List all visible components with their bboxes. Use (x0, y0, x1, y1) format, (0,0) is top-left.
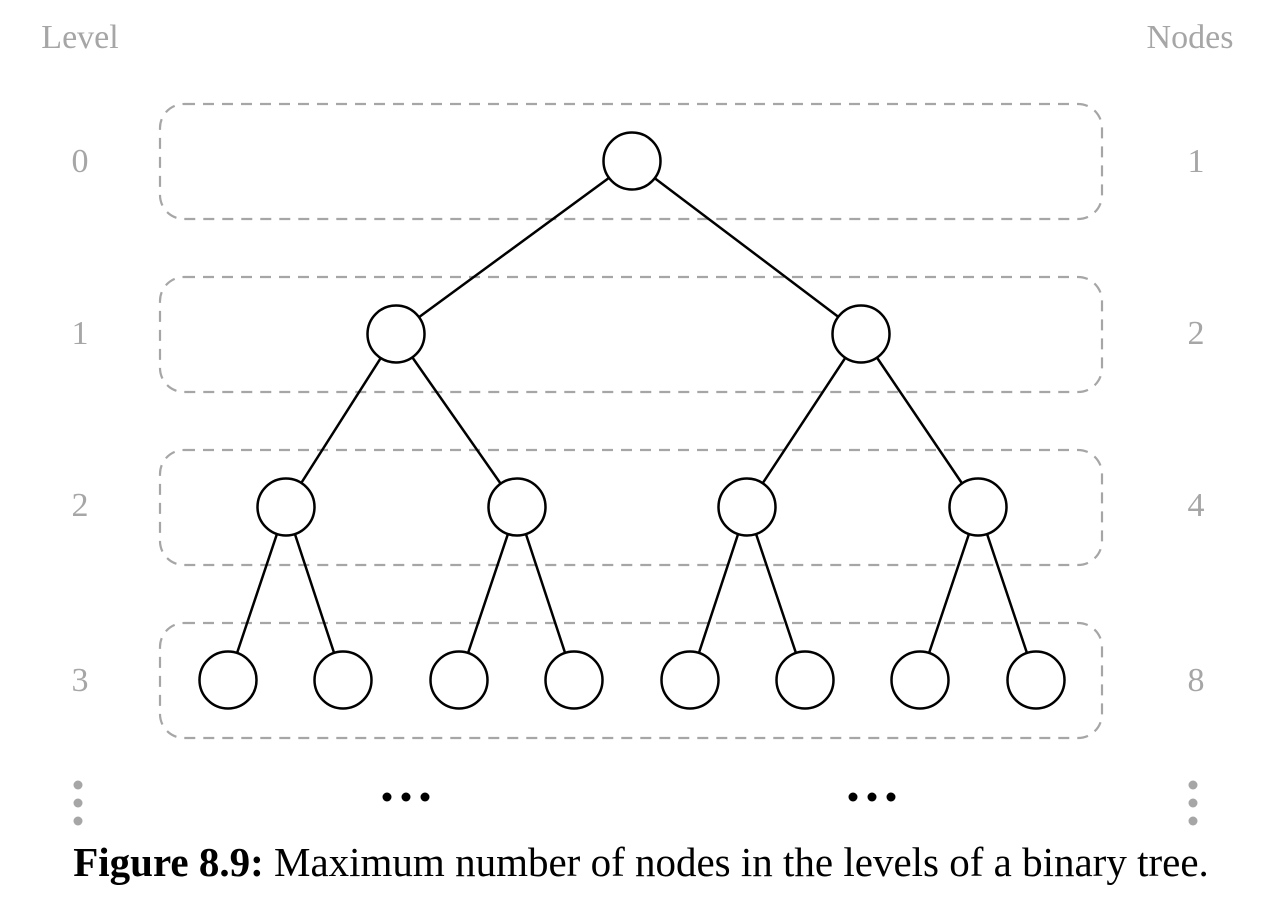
tree-node (487, 477, 547, 537)
binary-tree-diagram: Level Nodes 0 1 2 3 1 2 4 8 (41, 19, 1234, 826)
tree-node (544, 650, 604, 710)
figure-label: Figure 8.9: (73, 839, 264, 885)
tree-edge (457, 506, 519, 681)
tree-node (948, 477, 1008, 537)
level-number: 1 (72, 315, 89, 352)
tree-node (775, 650, 835, 710)
tree-edge (976, 506, 1038, 681)
tree-node (429, 650, 489, 710)
level-number: 2 (72, 487, 89, 524)
node-count: 8 (1188, 662, 1205, 699)
tree-edge (284, 506, 345, 681)
tree-nodes (198, 131, 1066, 710)
vertical-ellipsis-right (1188, 780, 1198, 826)
root-node (602, 131, 662, 191)
tree-edge (918, 506, 980, 681)
node-count: 1 (1188, 143, 1205, 180)
tree-node (198, 650, 258, 710)
tree-node (313, 650, 373, 710)
tree-node (660, 650, 720, 710)
level-number: 0 (72, 143, 89, 180)
tree-edges (226, 159, 1038, 681)
tree-node (831, 304, 891, 364)
level-numbers: 0 1 2 3 (72, 143, 89, 699)
horizontal-ellipsis-left (382, 792, 430, 802)
node-counts: 1 2 4 8 (1188, 143, 1205, 699)
level-bands (158, 102, 1104, 740)
level-number: 3 (72, 662, 89, 699)
tree-node (366, 304, 426, 364)
tree-node (890, 650, 950, 710)
vertical-ellipsis-left (73, 780, 83, 826)
tree-edge (226, 506, 288, 681)
tree-node (717, 477, 777, 537)
tree-node (1006, 650, 1066, 710)
caption-text: Maximum number of nodes in the levels of… (274, 839, 1209, 885)
tree-edge (284, 333, 398, 508)
level-band-2 (158, 448, 1104, 567)
nodes-column-header: Nodes (1147, 19, 1234, 56)
node-count: 4 (1188, 487, 1205, 524)
level-band-3 (158, 621, 1104, 740)
tree-edge (515, 506, 576, 681)
tree-edge (688, 506, 749, 681)
tree-node (256, 477, 316, 537)
node-count: 2 (1188, 315, 1205, 352)
level-band-1 (158, 275, 1104, 394)
tree-edge (395, 159, 633, 336)
tree-edge (745, 333, 863, 508)
tree-edge (859, 333, 980, 508)
figure-caption: Figure 8.9: Maximum number of nodes in t… (0, 838, 1282, 886)
horizontal-ellipsis-right (848, 792, 896, 802)
level-column-header: Level (41, 19, 118, 56)
tree-edge (394, 333, 519, 508)
tree-edge (631, 160, 862, 335)
tree-edge (745, 506, 807, 681)
level-band-0 (158, 102, 1104, 221)
